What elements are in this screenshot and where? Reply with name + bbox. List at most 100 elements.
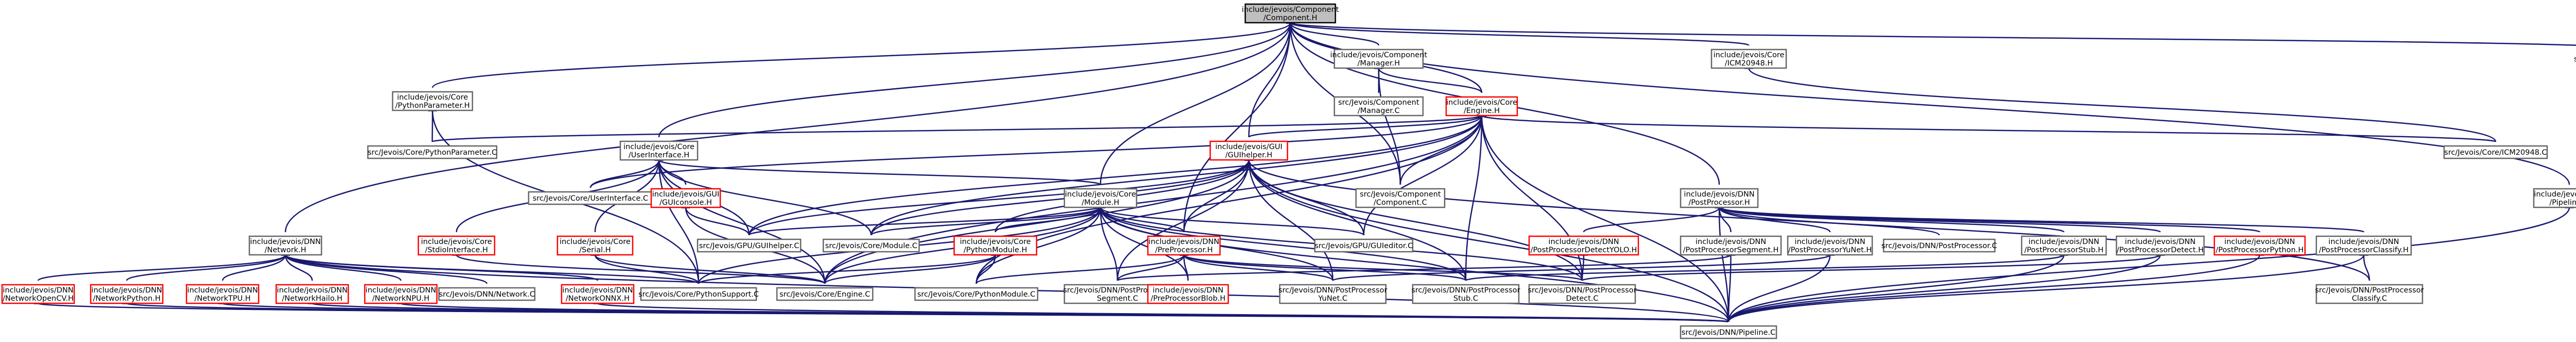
- graph-node-userifC[interactable]: src/Jevois/Core/UserInterface.C: [528, 191, 653, 205]
- graph-node-preprocH[interactable]: include/jevois/DNN/PreProcessor.H: [1147, 235, 1221, 256]
- graph-node-ppsegH[interactable]: include/jevois/DNN/PostProcessorSegment.…: [1680, 235, 1782, 256]
- node-label-line: include/jevois/GUI: [652, 190, 719, 199]
- graph-node-preprocstubH[interactable]: include/jevois/DNN/PreProcessorBlob.H: [1147, 284, 1229, 304]
- include-edge-guihelperH-to-ppyunetC: [1244, 152, 1334, 281]
- graph-node-netpythonH[interactable]: include/jevois/DNN/NetworkPython.H: [90, 284, 164, 304]
- node-label-line: include/jevois/DNN: [250, 238, 320, 246]
- graph-node-postprocC[interactable]: src/Jevois/DNN/PostProcessor.C: [1882, 238, 1997, 253]
- graph-node-pipelineH[interactable]: include/jevois/DNN/Pipeline.H: [2533, 188, 2576, 208]
- graph-node-ppyunetC[interactable]: src/Jevois/DNN/PostProcessorYuNet.C: [1278, 284, 1387, 304]
- node-box: [1333, 96, 1424, 117]
- node-box: [2443, 145, 2548, 159]
- node-label-line: /Pipeline.H: [2549, 199, 2576, 207]
- node-label-line: src/Jevois/Core/ICM20948.C: [2444, 149, 2547, 157]
- graph-node-moduleC[interactable]: src/Jevois/Core/Module.C: [822, 238, 920, 253]
- node-box: [364, 284, 438, 304]
- node-label-line: include/jevois/DNN: [2125, 238, 2195, 246]
- include-edge-icm20948H-to-icm20948C: [1744, 60, 2497, 142]
- node-label-line: include/jevois/Component: [1330, 51, 1428, 59]
- graph-node-compMgrH[interactable]: include/jevois/Component/Manager.H: [1330, 48, 1428, 69]
- graph-node-moduleH[interactable]: include/jevois/Core/Module.H: [1063, 188, 1138, 208]
- graph-node-compMgrC[interactable]: src/Jevois/Component/Manager.C: [1333, 96, 1424, 117]
- include-edge-ppyunetH-to-ppyunetC: [1332, 247, 1835, 282]
- node-label-line: /Component.H: [1263, 14, 1317, 22]
- graph-node-engineH[interactable]: include/jevois/Core/Engine.H: [1445, 96, 1518, 117]
- include-edge-preprocH-to-ppsegC: [1116, 247, 1189, 281]
- node-label-line: /Manager.C: [1358, 107, 1400, 115]
- graph-node-ppyunetH[interactable]: include/jevois/DNN/PostProcessorYuNet.H: [1787, 235, 1873, 256]
- graph-node-chatbox[interactable]: src/Jevois/GPU/ChatBox.C: [2574, 53, 2576, 65]
- graph-node-pymoduleC[interactable]: src/Jevois/Core/PythonModule.C: [914, 287, 1039, 301]
- node-label-line: include/jevois/DNN: [562, 286, 633, 295]
- node-box: [1147, 284, 1229, 304]
- graph-node-nettpuH[interactable]: include/jevois/DNN/NetworkTPU.H: [185, 284, 260, 304]
- node-label-line: include/jevois/Core: [623, 143, 694, 151]
- graph-node-pyparamH[interactable]: include/jevois/Core/PythonParameter.H: [392, 91, 473, 111]
- node-label-line: src/Jevois/DNN/Network.C: [439, 290, 535, 299]
- graph-node-networkC[interactable]: src/Jevois/DNN/Network.C: [438, 287, 536, 301]
- graph-node-guihelperH[interactable]: include/jevois/GUI/GUIhelper.H: [1209, 140, 1289, 161]
- graph-node-guihelperC[interactable]: src/Jevois/GPU/GUIhelper.C: [697, 238, 802, 253]
- graph-node-guiconsoleH[interactable]: include/jevois/GUI/GUIconsole.H: [650, 188, 721, 208]
- graph-node-serialH[interactable]: include/jevois/Core/Serial.H: [556, 235, 634, 256]
- include-edge-serialH-to-engineC: [590, 247, 826, 285]
- node-label-line: /NetworkPython.H: [93, 295, 160, 303]
- graph-node-root[interactable]: include/jevois/Component/Component.H: [1242, 3, 1339, 24]
- node-label-line: src/Jevois/DNN/PostProcessor: [1063, 286, 1172, 295]
- include-edge-postprocH-to-ppyoloH: [1583, 199, 1724, 233]
- include-edge-guihelperH-to-guieditorC: [1244, 152, 1365, 236]
- node-label-line: /Component.C: [1374, 199, 1427, 207]
- node-label-line: /PostProcessorYuNet.H: [1788, 246, 1872, 254]
- node-label-line: src/Jevois/Core/PythonSupport.C: [638, 290, 759, 299]
- graph-node-networkH[interactable]: include/jevois/DNN/Network.H: [248, 235, 323, 256]
- node-box: [90, 284, 164, 304]
- include-edge-ppstubH-to-pipelineC: [1727, 247, 2069, 322]
- graph-node-icm20948C[interactable]: src/Jevois/Core/ICM20948.C: [2443, 145, 2548, 159]
- node-box: [1680, 325, 1777, 339]
- node-box: [776, 287, 874, 301]
- graph-node-postprocH[interactable]: include/jevois/DNN/PostProcessor.H: [1680, 188, 1759, 208]
- include-edge-userifH-to-moduleC: [654, 152, 872, 236]
- graph-node-ppdetectC[interactable]: src/Jevois/DNN/PostProcessorDetect.C: [1528, 284, 1637, 304]
- graph-node-ppyoloH[interactable]: include/jevois/DNN/PostProcessorDetectYO…: [1528, 235, 1639, 256]
- node-label-line: include/jevois/Core: [1446, 99, 1517, 107]
- graph-node-pppythonH[interactable]: include/jevois/DNN/PostProcessorPython.H: [2213, 235, 2306, 256]
- graph-node-guieditorC[interactable]: src/Jevois/GPU/GUIeditor.C: [1314, 238, 1414, 253]
- include-edge-networkH-to-pysupportC: [281, 247, 700, 285]
- graph-node-netopencvH[interactable]: include/jevois/DNN/NetworkOpenCV.H: [1, 284, 75, 304]
- graph-node-ppclassifyH[interactable]: include/jevois/DNN/PostProcessorClassify…: [2315, 235, 2412, 256]
- node-label-line: include/jevois/DNN: [91, 286, 162, 295]
- node-label-line: /UserInterface.H: [629, 151, 689, 159]
- node-label-line: /PostProcessorStub.H: [2024, 246, 2104, 254]
- include-edge-userifH-to-userifC: [589, 152, 664, 188]
- include-edge-moduleH-to-pipelineC: [1096, 199, 1730, 322]
- graph-node-netnpuH[interactable]: include/jevois/DNN/NetworkNPU.H: [364, 284, 438, 304]
- node-box: [561, 284, 635, 304]
- node-box: [953, 235, 1038, 256]
- node-label-line: include/jevois/DNN: [365, 286, 436, 295]
- graph-node-componentC[interactable]: src/Jevois/Component/Component.C: [1355, 188, 1446, 208]
- graph-node-stdinifH[interactable]: include/jevois/Core/StdioInterface.H: [417, 235, 496, 256]
- graph-node-userifH[interactable]: include/jevois/Core/UserInterface.H: [619, 140, 699, 161]
- include-edge-compMgrH-to-componentC: [1374, 60, 1401, 185]
- node-box: [1787, 235, 1873, 256]
- include-edge-pymoduleH-to-pysupportC: [698, 247, 1000, 285]
- node-label-line: src/Jevois/DNN/PostProcessor: [1411, 286, 1520, 295]
- node-label-line: include/jevois/DNN: [1684, 190, 1754, 199]
- graph-node-ppstubH[interactable]: include/jevois/DNN/PostProcessorStub.H: [2021, 235, 2107, 256]
- graph-node-pymoduleH[interactable]: include/jevois/Core/PythonModule.H: [953, 235, 1038, 256]
- graph-node-icm20948H[interactable]: include/jevois/Core/ICM20948.H: [1710, 48, 1787, 69]
- graph-node-ppdetectH[interactable]: include/jevois/DNN/PostProcessorDetect.H: [2115, 235, 2205, 256]
- graph-node-ppstubC[interactable]: src/Jevois/DNN/PostProcessorStub.C: [1411, 284, 1520, 304]
- graph-node-ppclassifyC[interactable]: src/Jevois/DNN/PostProcessorClassify.C: [2315, 284, 2424, 304]
- include-edge-ppstubH-to-ppstubC: [1465, 247, 2069, 282]
- graph-node-pyparamC[interactable]: src/Jevois/Core/PythonParameter.C: [367, 145, 498, 159]
- graph-node-engineC[interactable]: src/Jevois/Core/Engine.C: [776, 287, 874, 301]
- graph-node-nethailoH[interactable]: include/jevois/DNN/NetworkHailo.H: [275, 284, 349, 304]
- include-edge-userifH-to-moduleH: [654, 152, 1101, 186]
- node-label-line: src/Jevois/GPU/GUIeditor.C: [1315, 242, 1413, 250]
- include-edge-ppsegH-to-pipelineC: [1726, 247, 1736, 322]
- graph-node-pysupportC[interactable]: src/Jevois/Core/PythonSupport.C: [638, 287, 759, 301]
- graph-node-netonnxH[interactable]: include/jevois/DNN/NetworkONNX.H: [561, 284, 635, 304]
- graph-node-pipelineC[interactable]: src/Jevois/DNN/Pipeline.C: [1680, 325, 1777, 339]
